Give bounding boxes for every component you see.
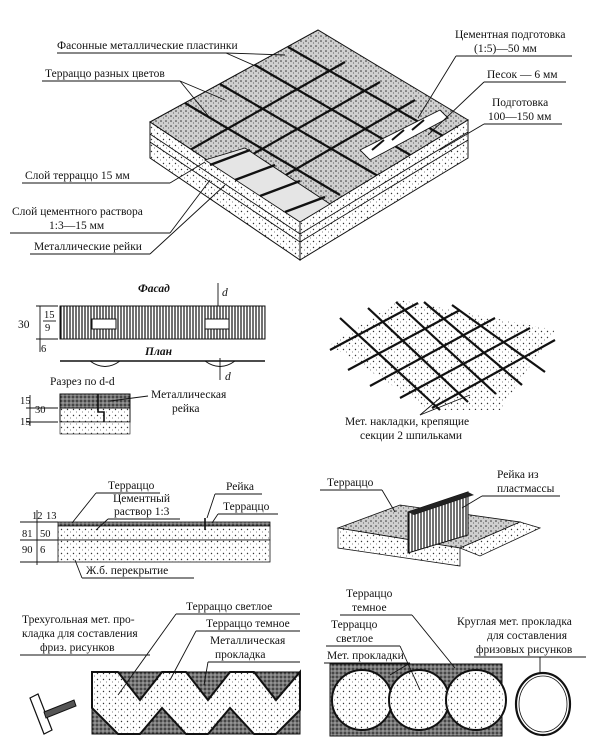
circ-dark-2: темное <box>352 602 387 614</box>
plastic-terrazzo: Терраццо <box>327 477 374 489</box>
metal-rails <box>209 148 326 214</box>
section-rail <box>97 394 105 422</box>
grid-caption-2: секции 2 шпильками <box>360 430 462 442</box>
section-base <box>59 421 131 435</box>
base-layer-right <box>299 119 469 261</box>
triangle-insert-piece <box>29 693 53 735</box>
label-metal-rail-1: Металлическая <box>151 389 227 401</box>
tri-label-2: кладка для составления <box>22 628 138 640</box>
zigzag-insert <box>91 669 301 735</box>
label-fason-plates: Фасонные металлические пластинки <box>57 40 238 52</box>
round-label-2: для составления <box>487 630 568 642</box>
dim-6: 6 <box>41 344 46 355</box>
terrazzo-floor-isometric <box>149 29 469 261</box>
section-cement-2: раствор 1:3 <box>114 506 170 518</box>
tri-metal-1: Металлическая <box>210 635 286 647</box>
dim-81: 81 <box>22 529 33 540</box>
sec-30: 30 <box>35 405 46 416</box>
circle-strip-figure: Терраццо темное Терраццо светлое Мет. пр… <box>324 588 586 737</box>
round-insert-piece <box>514 671 572 737</box>
metal-plate-grid <box>184 46 446 196</box>
circle-insert-2 <box>388 669 450 731</box>
dim-30: 30 <box>18 319 30 331</box>
circ-light-2: светлое <box>336 633 373 645</box>
label-prep-2: 100—150 мм <box>488 111 552 123</box>
label-terrazzo-layer: Слой терраццо 15 мм <box>25 170 131 182</box>
dim-13: 13 <box>46 511 57 522</box>
facade-slot-right <box>204 318 230 330</box>
section-terrazzo <box>59 393 131 409</box>
label-cement-prep-2: (1:5)—50 мм <box>474 43 538 55</box>
label-prep-1: Подготовка <box>492 97 548 109</box>
facade-strip <box>59 305 266 340</box>
section-title: Разрез по d-d <box>50 376 115 388</box>
d-mark-top: d <box>222 287 228 299</box>
dim-9: 9 <box>45 323 50 334</box>
plastic-rail-1: Рейка из <box>497 469 539 481</box>
metal-rails-right <box>371 119 425 151</box>
section-slab: Ж.б. перекрытие <box>86 565 168 577</box>
tri-label-1: Трехугольная мет. про- <box>22 614 135 626</box>
tri-dark: Терраццо темное <box>206 618 290 630</box>
label-terrazzo-colors: Терраццо разных цветов <box>45 68 165 80</box>
circ-light-1: Терраццо <box>331 619 378 631</box>
plastic-rail-figure: Терраццо Рейка из пластмассы <box>320 469 560 567</box>
circ-dark-1: Терраццо <box>346 588 393 600</box>
label-metal-rails: Металлические рейки <box>34 241 142 253</box>
grid-caption-1: Мет. накладки, крепящие <box>345 416 469 428</box>
layer-terrazzo <box>57 521 271 527</box>
section-terrazzo-top: Терраццо <box>108 480 155 492</box>
circle-insert-1 <box>331 669 393 731</box>
facade-plan-section: Фасад d 30 15 9 6 План d Разрез по d-d 1… <box>18 283 266 435</box>
metal-grid-figure: Мет. накладки, крепящие секции 2 шпилька… <box>329 300 556 442</box>
circ-metal: Мет. прокладки <box>327 650 404 662</box>
plastic-rail-2: пластмассы <box>497 483 555 495</box>
dim-15: 15 <box>44 310 55 321</box>
label-sand: Песок — 6 мм <box>487 69 558 81</box>
dim-6: 6 <box>40 545 45 556</box>
dim-90: 90 <box>22 545 33 556</box>
sec-15a: 15 <box>20 396 31 407</box>
section-terrazzo-right: Терраццо <box>223 501 270 513</box>
tri-metal-2: прокладка <box>215 649 265 661</box>
label-mortar-2: 1:3—15 мм <box>49 220 105 232</box>
round-label-1: Круглая мет. прокладка <box>457 616 572 628</box>
section-cement-1: Цементный <box>113 493 170 505</box>
label-mortar-1: Слой цементного раствора <box>12 206 143 218</box>
circle-insert-3 <box>445 669 507 731</box>
sec-15b: 15 <box>20 417 31 428</box>
layer-section-figure: Терраццо Цементный раствор 1:3 Рейка Тер… <box>20 480 278 579</box>
tri-label-3: фриз. рисунков <box>40 642 115 654</box>
label-metal-rail-2: рейка <box>172 403 200 415</box>
facade-title: Фасад <box>138 283 170 295</box>
dim-50: 50 <box>40 529 51 540</box>
layer-slab <box>57 539 271 563</box>
facade-slot-left <box>91 318 117 330</box>
round-label-3: фризовых рисунков <box>476 644 573 656</box>
layer-cement <box>57 525 271 541</box>
tri-light: Терраццо светлое <box>186 601 272 613</box>
triangle-strip-figure: Трехугольная мет. про- кладка для состав… <box>20 601 301 735</box>
plan-title: План <box>144 346 173 358</box>
section-mortar <box>59 407 131 423</box>
grid-bars <box>329 301 556 411</box>
label-cement-prep-1: Цементная подготовка <box>455 29 565 41</box>
section-rail: Рейка <box>226 481 254 493</box>
d-mark-bottom: d <box>225 371 231 383</box>
